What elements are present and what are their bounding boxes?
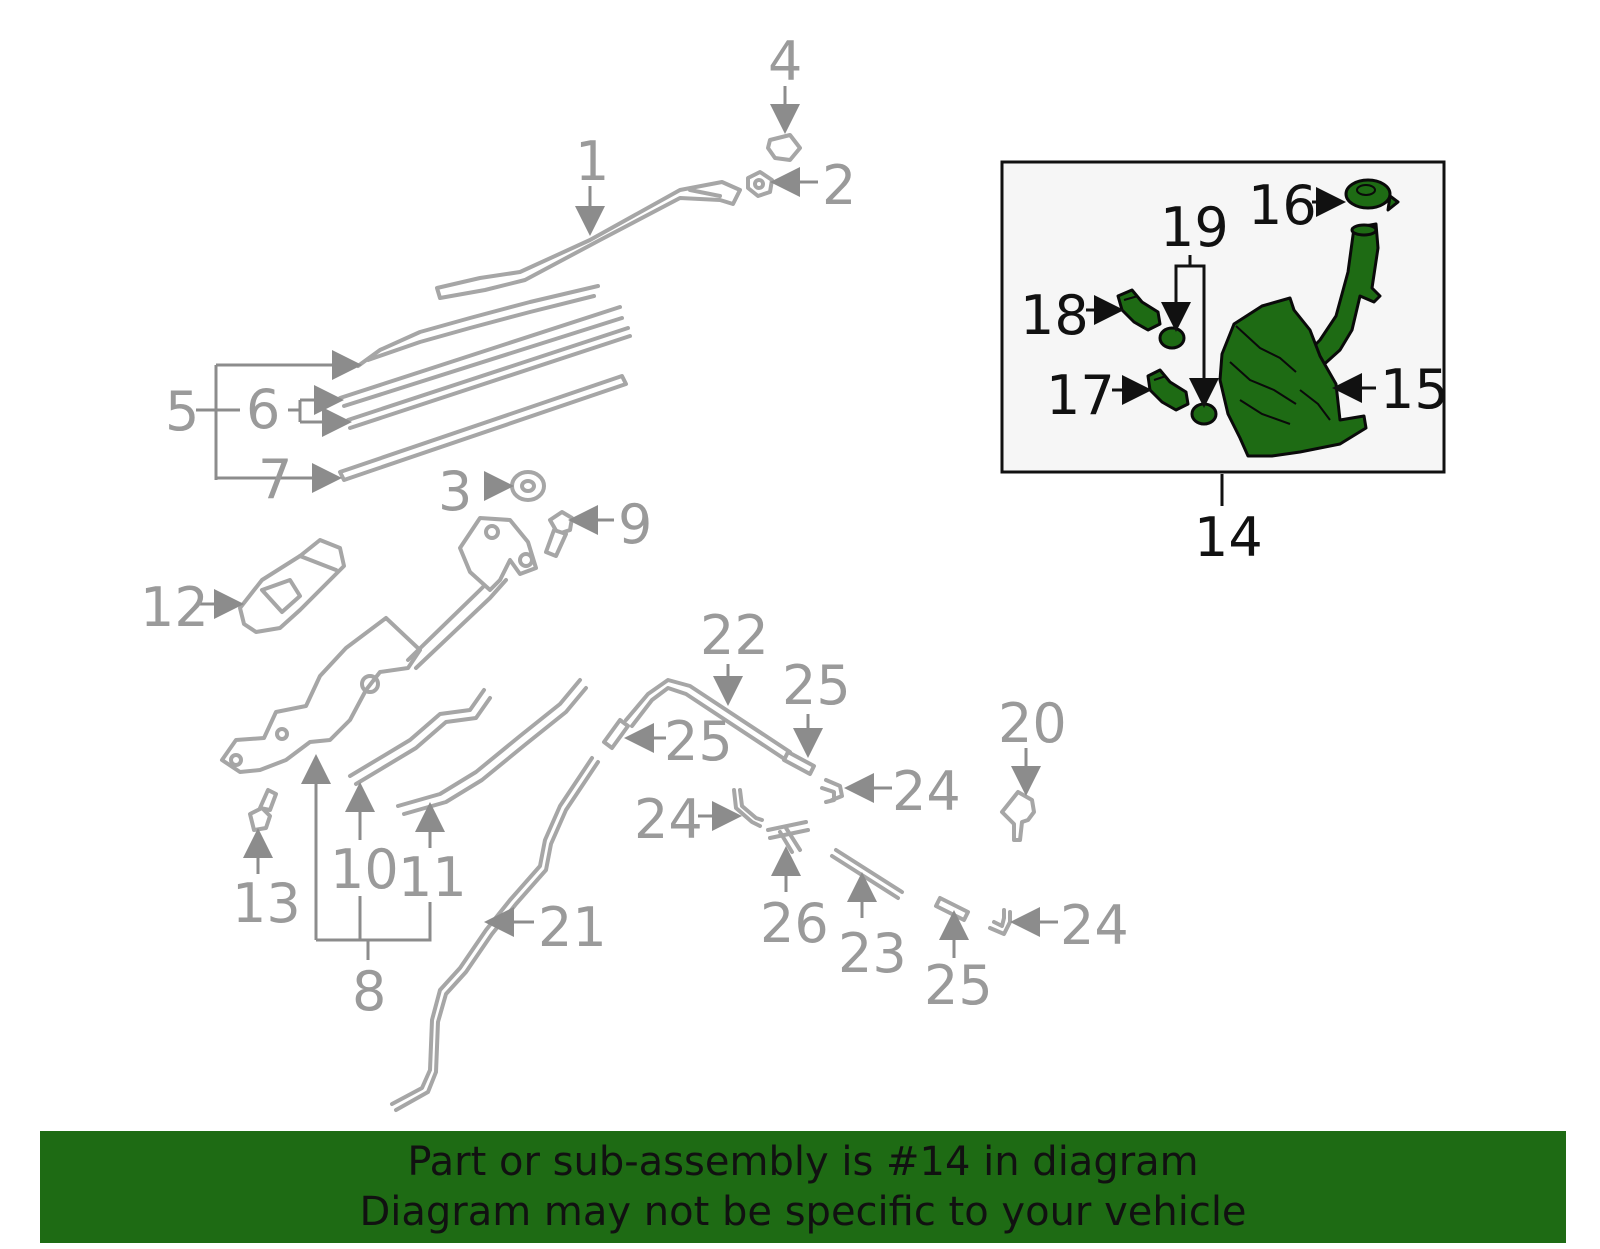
callout-2: 2 [822,154,856,217]
part-10-link-rod[interactable] [348,688,492,786]
part-23-hose[interactable] [830,848,904,900]
part-24-joint-b[interactable] [732,788,764,828]
bracket-8 [316,902,432,942]
part-25-clip-c[interactable] [934,896,970,922]
callout-24b: 24 [634,788,703,851]
callout-7: 7 [258,448,292,511]
part-13-bolt[interactable] [248,788,278,832]
callout-12: 12 [140,576,209,639]
leader-19b [1189,264,1219,408]
part-4-cap[interactable] [766,133,802,162]
footer-line-1: Part or sub-assembly is #14 in diagram [407,1139,1199,1185]
part-12-wiper-motor[interactable] [238,538,346,634]
callout-15: 15 [1380,358,1449,421]
part-26-tee-joint[interactable] [766,820,810,854]
callout-8: 8 [352,960,386,1023]
part-16-reservoir-cap[interactable] [1344,178,1400,212]
part-21-hose[interactable] [390,756,600,1112]
part-25-clip-b[interactable] [782,750,816,776]
part-24-joint-c[interactable] [988,908,1012,936]
callout-18: 18 [1020,284,1089,347]
footer-line-2: Diagram may not be specific to your vehi… [359,1189,1247,1235]
callout-24a: 24 [892,760,961,823]
callout-10: 10 [330,838,399,901]
part-15-washer-reservoir[interactable] [1218,222,1382,458]
part-18-washer-pump[interactable] [1116,288,1162,332]
callout-1: 1 [575,130,609,193]
callout-22: 22 [700,604,769,667]
leader-19a [1161,255,1192,332]
callout-16: 16 [1248,174,1317,237]
callout-4: 4 [768,30,802,93]
footer-banner: Part or sub-assembly is #14 in diagram D… [40,1131,1566,1243]
callout-25c: 25 [924,954,993,1017]
callout-25a: 25 [664,710,733,773]
part-3-washer[interactable] [510,470,546,502]
callout-11: 11 [398,846,467,909]
callout-23: 23 [838,922,907,985]
callout-25b: 25 [782,654,851,717]
part-9-bolt[interactable] [544,510,574,558]
part-20-washer-nozzle[interactable] [1000,790,1036,842]
callout-26: 26 [760,892,829,955]
callout-13: 13 [232,872,301,935]
part-8-linkage[interactable] [220,516,538,774]
callout-3: 3 [438,460,472,523]
callout-5: 5 [165,380,199,443]
part-7-refill[interactable] [338,374,628,482]
part-25-clip-a[interactable] [602,718,630,750]
part-2-nut[interactable] [746,170,774,198]
part-19-grommet-a[interactable] [1158,326,1186,350]
part-17-washer-pump[interactable] [1146,368,1190,412]
part-6-refill[interactable] [346,326,632,430]
inset-part-14[interactable]: 16 15 18 17 [1000,160,1449,474]
callout-21: 21 [538,896,607,959]
callout-9: 9 [618,493,652,556]
callout-19: 19 [1160,196,1229,259]
part-24-joint-a[interactable] [820,778,844,804]
part-5-wiper-blade[interactable] [338,284,624,408]
callout-14: 14 [1194,506,1263,569]
part-19-grommet-b[interactable] [1190,402,1218,426]
part-22-hose[interactable] [624,678,792,762]
part-11-link-rod[interactable] [396,678,588,816]
callout-20: 20 [998,692,1067,755]
callout-6: 6 [246,378,280,441]
callout-24c: 24 [1060,894,1129,957]
part-1-wiper-arm[interactable] [435,180,742,300]
callout-17: 17 [1046,364,1115,427]
